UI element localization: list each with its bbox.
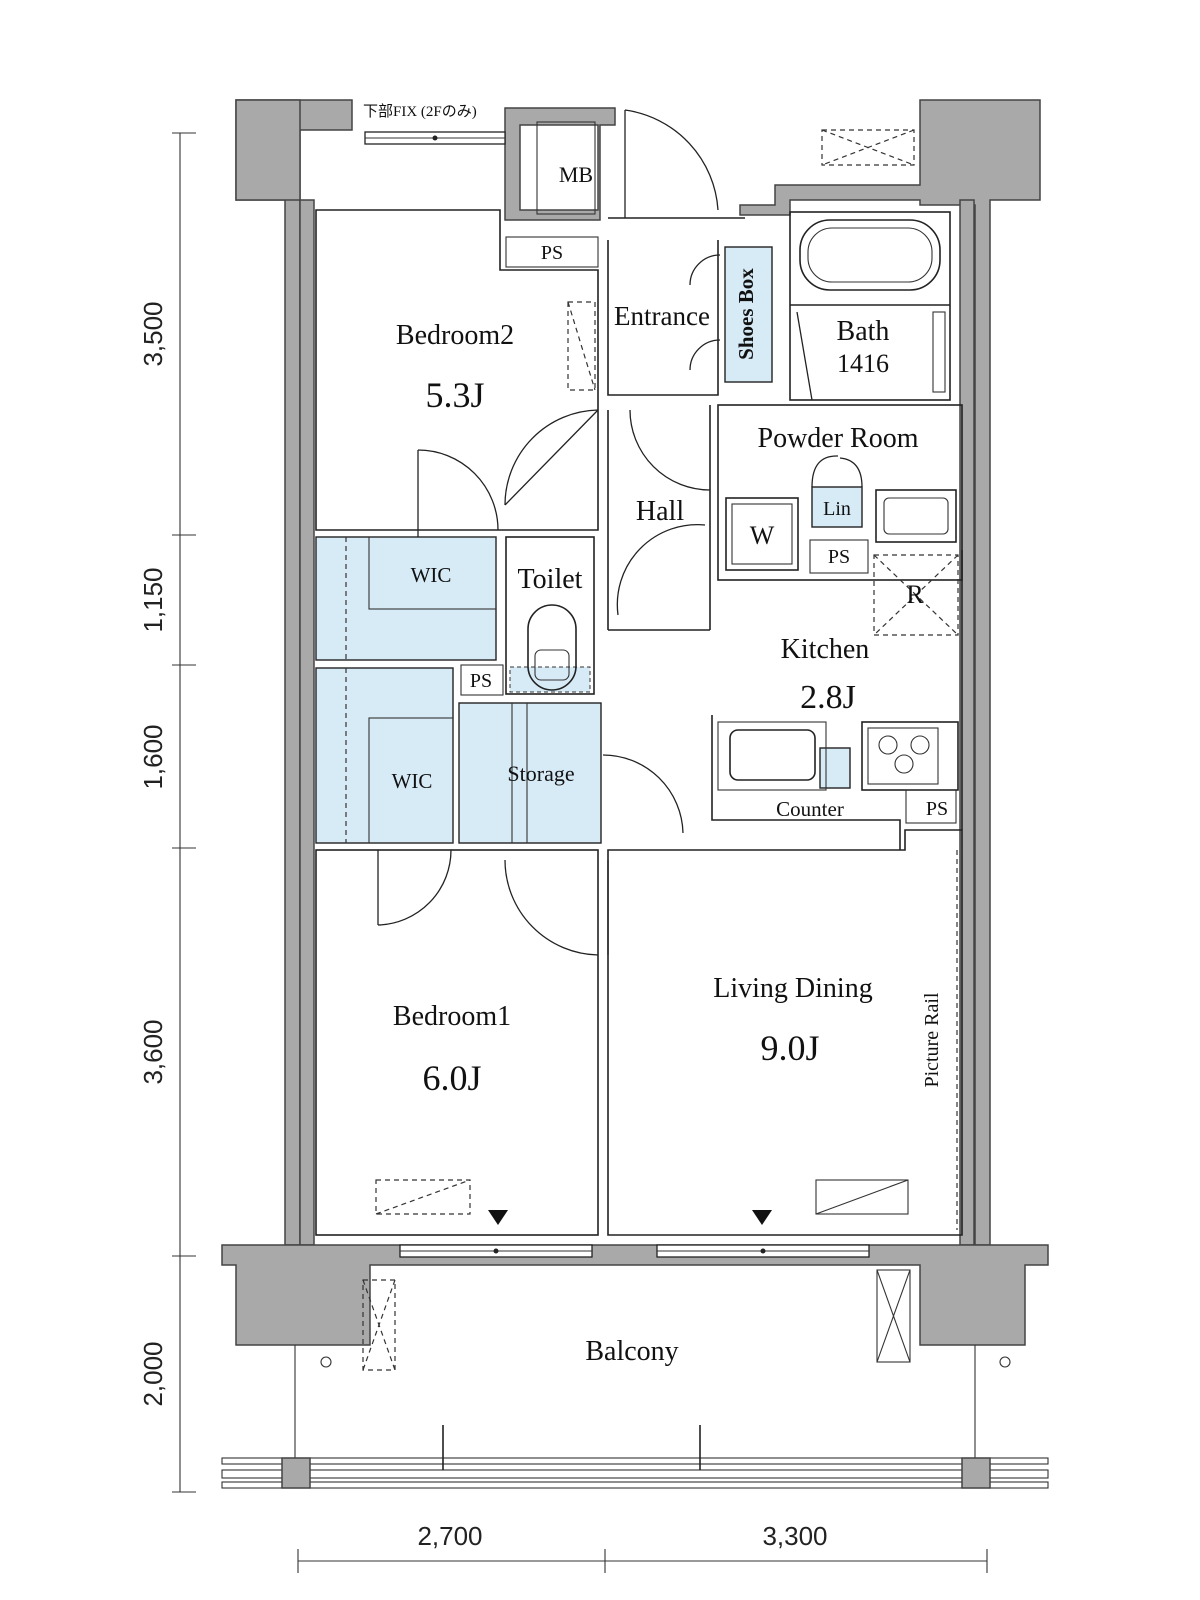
balcony-label: Balcony bbox=[585, 1336, 678, 1367]
dim-horizontal-1: 2,700 bbox=[417, 1521, 482, 1551]
walls bbox=[221, 99, 1049, 1346]
living-dining-size: 9.0J bbox=[760, 1028, 819, 1068]
windows bbox=[364, 129, 915, 1258]
storage-areas bbox=[315, 246, 863, 844]
dim-vertical-5: 2,000 bbox=[138, 1341, 168, 1406]
room-labels: 下部FIX (2Fのみ) MB PS Bedroom2 5.3J Entranc… bbox=[363, 103, 948, 1367]
bath-name: Bath bbox=[837, 316, 890, 347]
picture-rail-label: Picture Rail bbox=[921, 992, 943, 1087]
misc-fixtures bbox=[375, 121, 958, 1230]
kitchen-size: 2.8J bbox=[800, 679, 856, 716]
bedroom2-size: 5.3J bbox=[425, 375, 484, 415]
dimension-lines bbox=[172, 132, 988, 1573]
bedroom1-size: 6.0J bbox=[422, 1058, 481, 1098]
dim-horizontal-2: 3,300 bbox=[762, 1521, 827, 1551]
wic-lower-label: WIC bbox=[392, 769, 433, 793]
kitchen-fixtures bbox=[717, 554, 959, 791]
storage-label: Storage bbox=[507, 761, 574, 786]
linen-label: Lin bbox=[823, 498, 851, 520]
laundry-fixtures bbox=[725, 455, 957, 571]
bedroom1-name: Bedroom1 bbox=[393, 1001, 511, 1032]
ps-label: PS bbox=[470, 670, 492, 692]
ps-label: PS bbox=[828, 546, 850, 568]
shoes-box-label: Shoes Box bbox=[734, 268, 758, 360]
living-dining-name: Living Dining bbox=[713, 973, 872, 1004]
wic-upper-label: WIC bbox=[411, 563, 452, 587]
fix-note: 下部FIX (2Fのみ) bbox=[363, 103, 477, 120]
doors bbox=[377, 109, 721, 956]
toilet-label: Toilet bbox=[518, 564, 583, 595]
dim-vertical-4: 3,600 bbox=[138, 1019, 168, 1084]
bath-size: 1416 bbox=[837, 349, 889, 378]
dimension-labels: 3,500 1,150 1,600 3,600 2,000 2,700 3,30… bbox=[138, 301, 828, 1551]
powder-room-label: Powder Room bbox=[758, 423, 919, 454]
interior-lines bbox=[315, 209, 963, 1236]
entrance-label: Entrance bbox=[614, 301, 710, 331]
toilet-fixture bbox=[505, 536, 595, 695]
mb-label: MB bbox=[559, 162, 593, 187]
ps-label: PS bbox=[926, 798, 948, 820]
bath-fixtures bbox=[790, 219, 950, 401]
kitchen-name: Kitchen bbox=[781, 634, 870, 665]
refrigerator-label: R bbox=[906, 580, 924, 609]
dim-vertical-2: 1,150 bbox=[138, 567, 168, 632]
balcony bbox=[221, 1269, 1049, 1489]
ps-label: PS bbox=[541, 242, 563, 264]
bedroom2-name: Bedroom2 bbox=[396, 320, 514, 351]
counter-label: Counter bbox=[776, 797, 844, 821]
dim-vertical-3: 1,600 bbox=[138, 724, 168, 789]
washer-label: W bbox=[750, 521, 775, 550]
dim-vertical-1: 3,500 bbox=[138, 301, 168, 366]
hall-label: Hall bbox=[636, 496, 684, 527]
